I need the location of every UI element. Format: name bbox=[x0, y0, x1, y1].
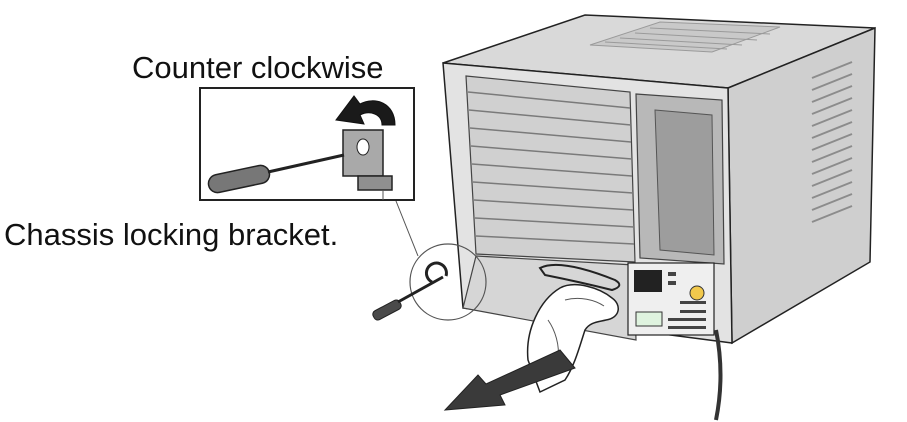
control-display bbox=[634, 270, 662, 292]
top-grille bbox=[589, 21, 781, 53]
front-grille bbox=[465, 75, 636, 263]
screwdriver-icon bbox=[207, 153, 345, 194]
side-vents bbox=[811, 61, 853, 223]
chassis-locking-bracket-label: Chassis locking bracket. bbox=[4, 217, 339, 252]
screwdriver-small-icon bbox=[372, 275, 444, 321]
chassis-handle bbox=[538, 263, 621, 292]
locking-bracket-icon bbox=[342, 129, 393, 200]
zoom-circle bbox=[409, 243, 487, 321]
pull-direction-arrow-icon bbox=[443, 349, 576, 411]
counter-clockwise-label: Counter clockwise bbox=[132, 50, 384, 85]
grille-louvers bbox=[467, 91, 635, 245]
rotate-counter-clockwise-arrow-icon bbox=[335, 95, 396, 126]
small-rotate-arrow-icon bbox=[424, 261, 448, 284]
power-cord bbox=[714, 329, 723, 421]
